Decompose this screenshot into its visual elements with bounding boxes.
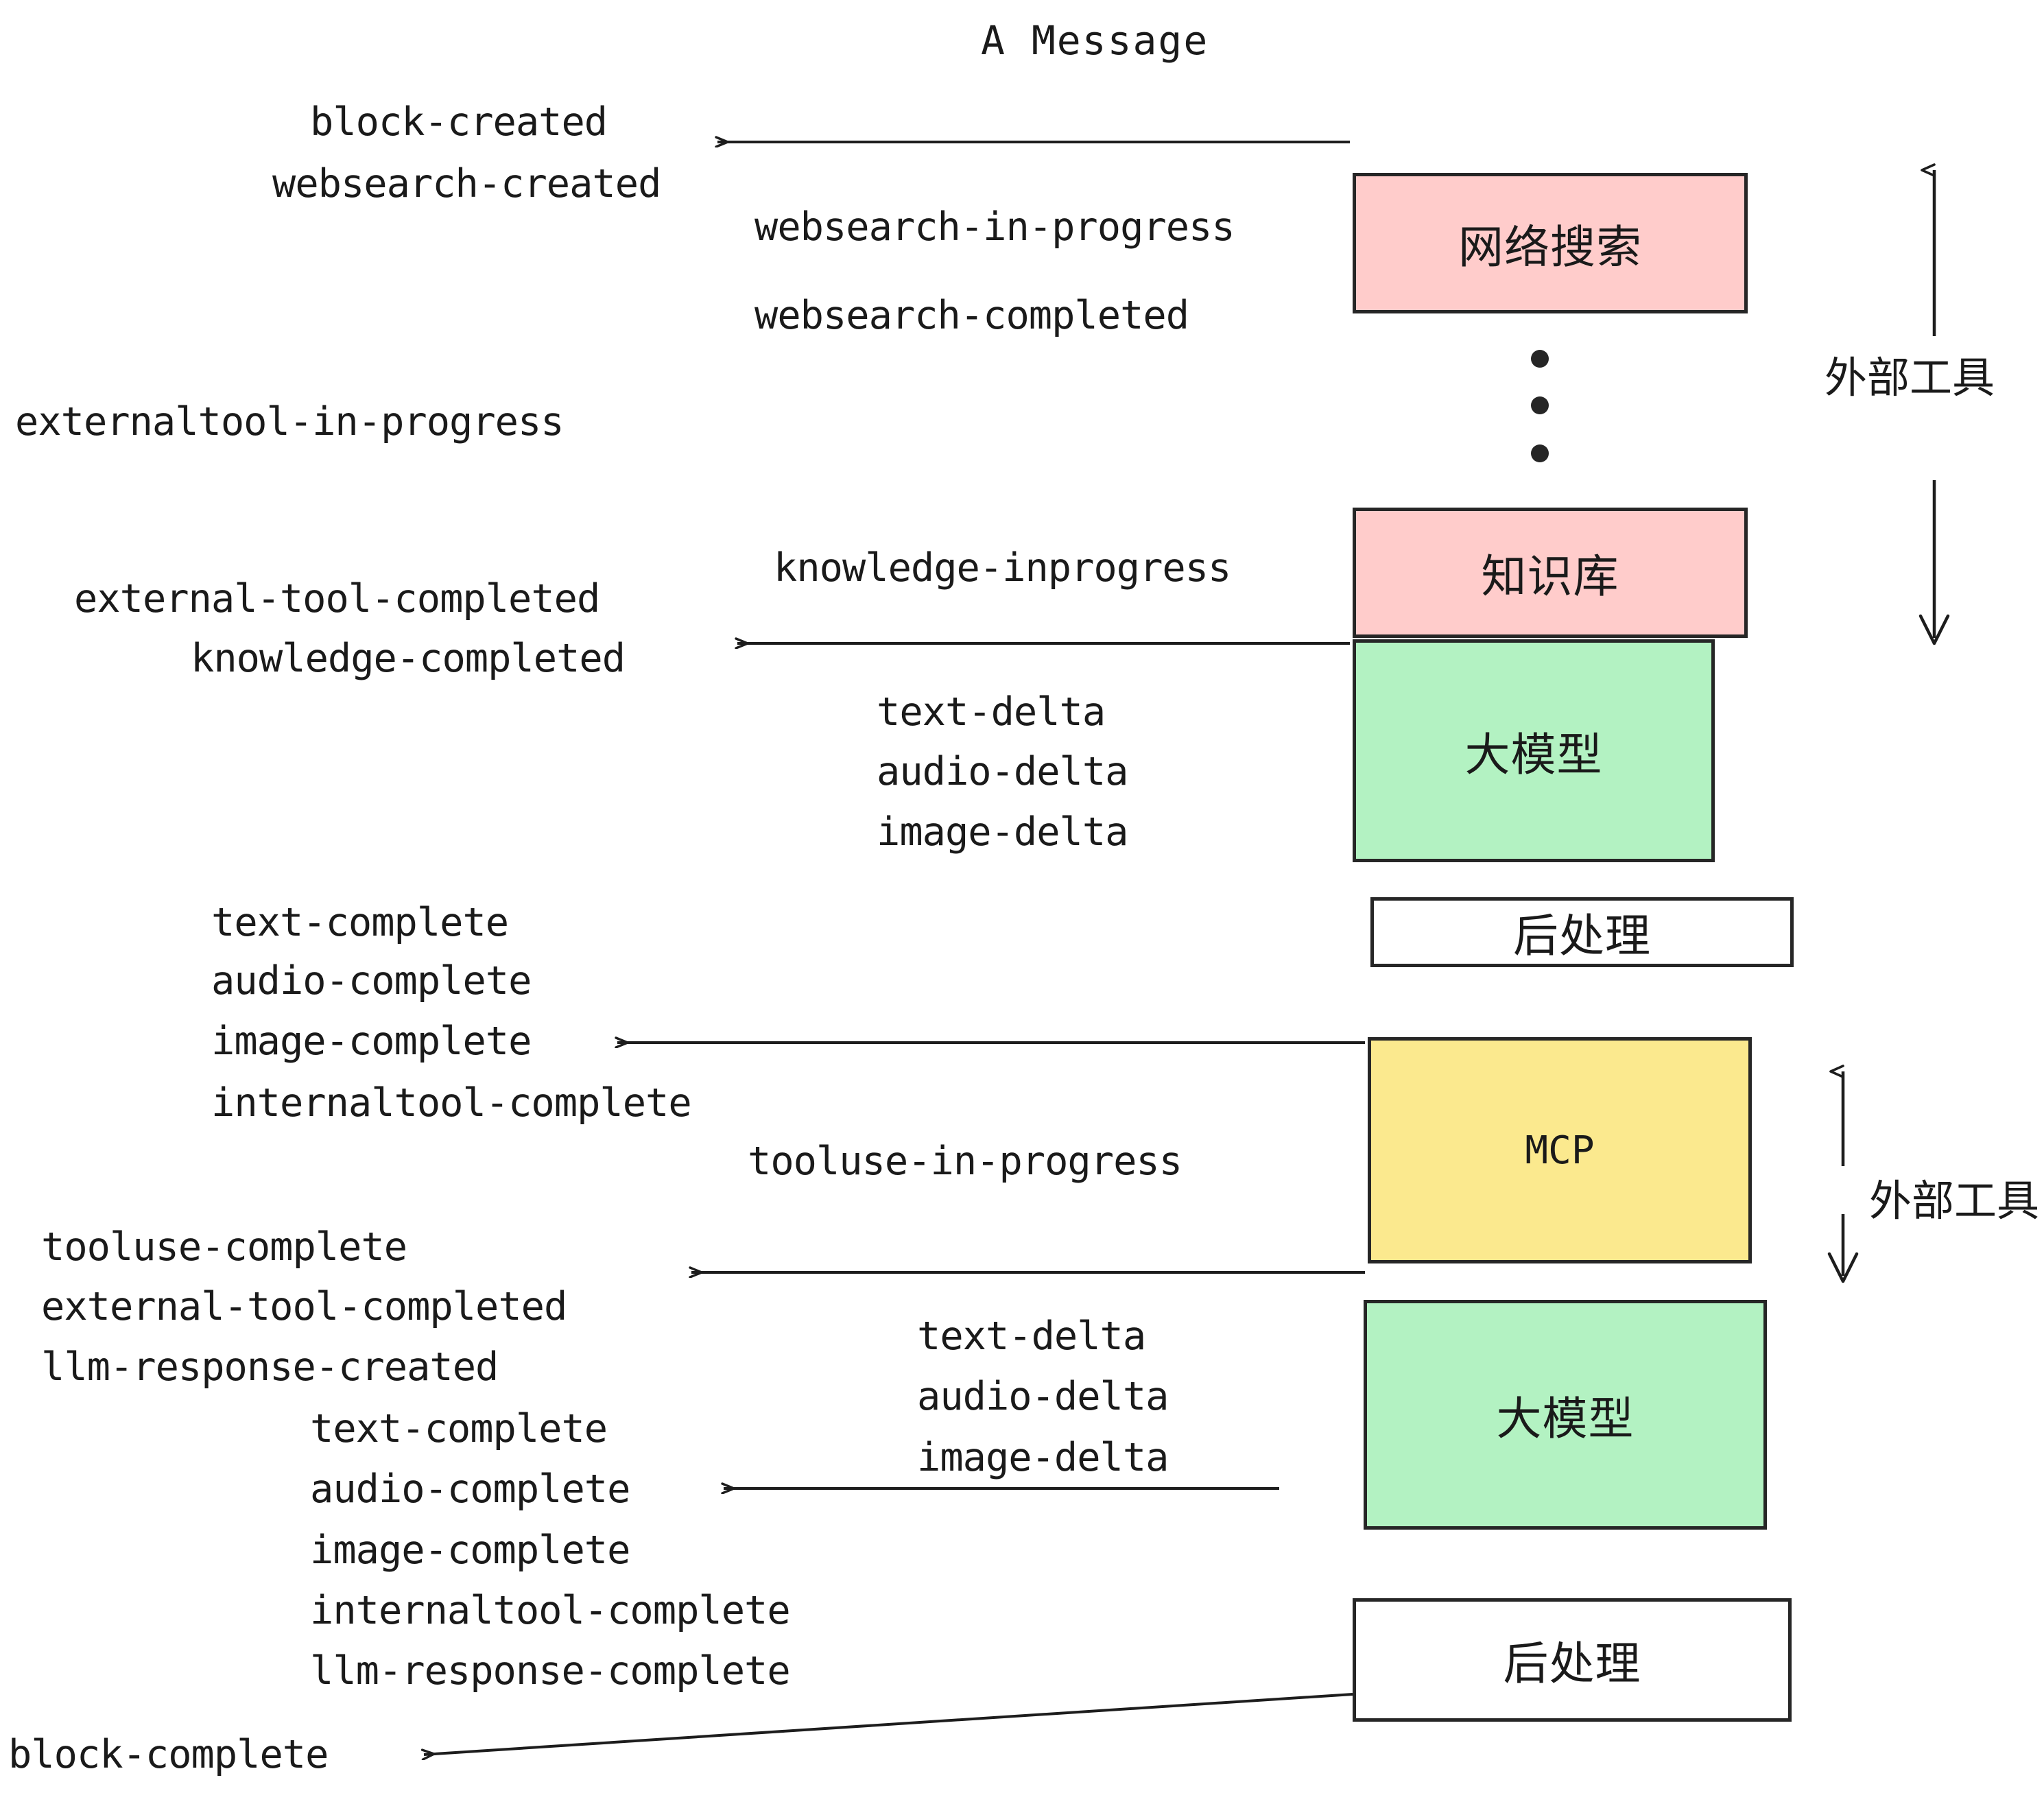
event-block-created: block-created xyxy=(310,99,608,145)
box-llm-1: 大模型 xyxy=(1353,639,1715,862)
event-internaltool-complete-2: internaltool-complete xyxy=(310,1588,791,1633)
event-external-tool-completed-2: external-tool-completed xyxy=(41,1284,567,1329)
box-llm-2: 大模型 xyxy=(1364,1300,1767,1530)
event-audio-delta-2: audio-delta xyxy=(917,1374,1169,1419)
box-knowledge-label: 知识库 xyxy=(1481,550,1619,603)
event-image-delta-1: image-delta xyxy=(877,809,1128,855)
event-text-delta-1: text-delta xyxy=(877,689,1106,735)
event-block-complete: block-complete xyxy=(8,1732,329,1777)
box-postprocess-2: 后处理 xyxy=(1353,1598,1792,1722)
event-audio-complete-2: audio-complete xyxy=(310,1467,630,1512)
event-llm-response-complete: llm-response-complete xyxy=(310,1648,791,1694)
event-websearch-completed: websearch-completed xyxy=(754,293,1189,338)
event-tooluse-in-progress: tooluse-in-progress xyxy=(748,1139,1183,1184)
event-image-complete-2: image-complete xyxy=(310,1528,630,1573)
box-mcp-label: MCP xyxy=(1525,1128,1595,1173)
event-image-complete-1: image-complete xyxy=(211,1019,532,1064)
box-websearch-label: 网络搜索 xyxy=(1458,220,1642,274)
ellipsis-dot-3 xyxy=(1531,444,1549,462)
event-externaltool-in-progress: externaltool-in-progress xyxy=(15,399,565,444)
event-text-complete-2: text-complete xyxy=(310,1406,608,1451)
event-external-tool-completed-1: external-tool-completed xyxy=(74,576,600,621)
diagram-title: A Message xyxy=(981,17,1209,64)
event-websearch-in-progress: websearch-in-progress xyxy=(754,204,1235,250)
event-internaltool-complete-1: internaltool-complete xyxy=(211,1080,692,1126)
event-audio-delta-1: audio-delta xyxy=(877,749,1128,794)
box-llm-2-label: 大模型 xyxy=(1496,1392,1635,1445)
event-audio-complete-1: audio-complete xyxy=(211,958,532,1004)
event-tooluse-complete: tooluse-complete xyxy=(41,1224,407,1270)
box-llm-1-label: 大模型 xyxy=(1464,728,1603,781)
side-label-external-tools-bottom: 外部工具 xyxy=(1869,1176,2040,1226)
box-mcp: MCP xyxy=(1368,1037,1752,1263)
event-image-delta-2: image-delta xyxy=(917,1435,1169,1480)
box-knowledge: 知识库 xyxy=(1353,508,1748,638)
side-label-external-tools-top: 外部工具 xyxy=(1825,353,1995,403)
box-postprocess-1: 后处理 xyxy=(1370,897,1794,967)
box-postprocess-1-label: 后处理 xyxy=(1513,910,1651,962)
event-text-complete-1: text-complete xyxy=(211,900,509,945)
event-knowledge-inprogress: knowledge-inprogress xyxy=(774,545,1231,591)
event-llm-response-created: llm-response-created xyxy=(41,1344,499,1390)
event-websearch-created: websearch-created xyxy=(272,161,661,206)
ellipsis-dot-2 xyxy=(1531,396,1549,414)
box-postprocess-2-label: 后处理 xyxy=(1503,1637,1641,1690)
box-websearch: 网络搜索 xyxy=(1353,173,1748,313)
event-knowledge-completed: knowledge-completed xyxy=(191,636,626,681)
ellipsis-dot-1 xyxy=(1531,350,1549,368)
event-text-delta-2: text-delta xyxy=(917,1314,1146,1359)
